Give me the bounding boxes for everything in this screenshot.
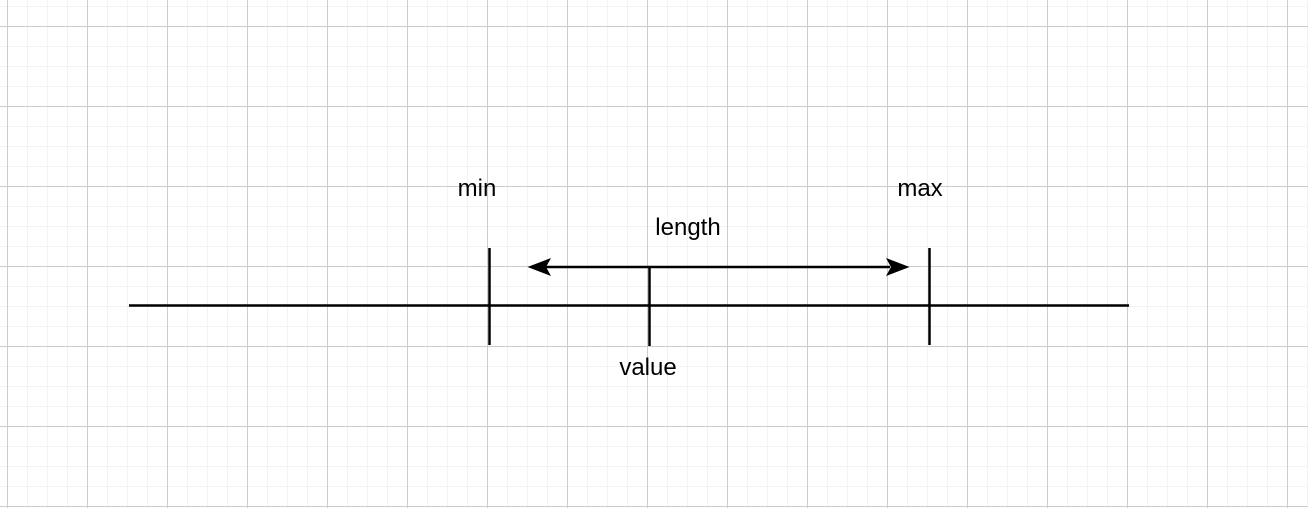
arrowhead-right-icon — [886, 258, 910, 276]
max-label[interactable]: max — [897, 175, 943, 202]
value-label[interactable]: value — [619, 354, 677, 381]
min-label[interactable]: min — [457, 175, 497, 202]
arrowhead-left-icon — [527, 258, 551, 276]
length-arrow[interactable] — [527, 258, 910, 276]
length-label[interactable]: length — [655, 214, 721, 241]
